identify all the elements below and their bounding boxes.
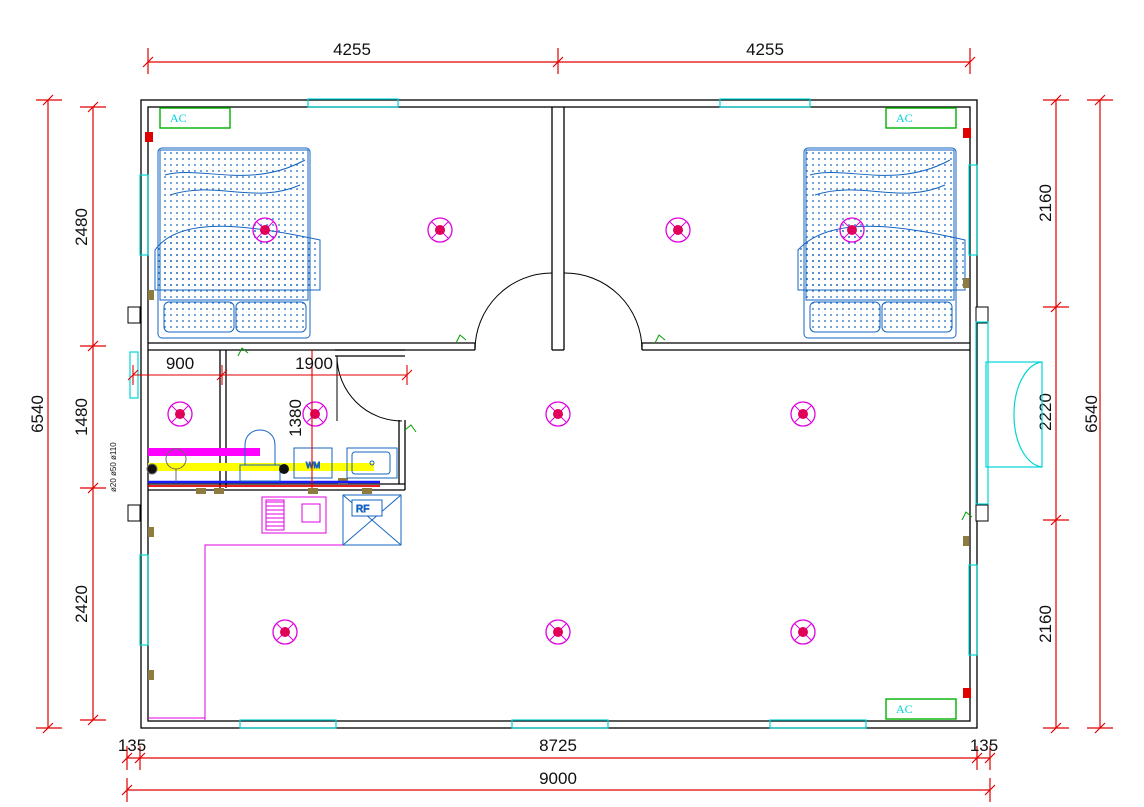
dim-bath-width: 900 <box>166 354 194 373</box>
dim-bottom-wall-left: 135 <box>118 736 146 755</box>
dim-right-mid: 2220 <box>1036 393 1055 431</box>
washing-machine-icon: WM <box>293 447 333 479</box>
ceiling-light-icon <box>665 217 691 243</box>
dim-kitchen-width: 1900 <box>295 354 333 373</box>
doors <box>336 272 643 422</box>
dim-left-top: 2480 <box>72 208 91 246</box>
ceiling-light-icon <box>252 217 278 243</box>
dimension-top <box>142 48 976 74</box>
bed-left-icon <box>154 147 321 339</box>
pipe-size-label: ø20 ø50 ø110 <box>109 442 118 492</box>
ceiling-light-icon <box>545 619 571 645</box>
dimension-left <box>36 94 106 734</box>
svg-text:AC: AC <box>896 702 913 716</box>
ceiling-light-icon <box>167 401 193 427</box>
dim-kitchen-depth: 1380 <box>286 399 305 437</box>
dim-top-left: 4255 <box>333 40 371 59</box>
dim-top-right: 4255 <box>746 40 784 59</box>
kitchen-sink-icon <box>346 447 398 479</box>
svg-text:AC: AC <box>170 111 187 125</box>
counter-outline <box>148 544 343 720</box>
red-outlets <box>145 128 971 698</box>
ceiling-light-icon <box>545 401 571 427</box>
pipe-runs <box>148 448 380 487</box>
sockets <box>148 278 969 680</box>
stove-icon <box>261 496 327 534</box>
bed-right-icon <box>797 147 966 339</box>
ac-unit-3: AC <box>885 698 957 720</box>
ac-unit-2: AC <box>885 107 957 129</box>
wall-columns <box>127 306 989 522</box>
svg-text:WM: WM <box>306 461 321 470</box>
light-switches <box>237 334 973 521</box>
svg-text:RF: RF <box>356 504 369 515</box>
ceiling-light-icon <box>790 619 816 645</box>
dim-right-total: 6540 <box>1082 395 1101 433</box>
dim-left-bottom: 2420 <box>72 585 91 623</box>
dim-left-total: 6540 <box>28 395 47 433</box>
ceiling-light-icon <box>302 401 328 427</box>
fridge-icon: RF <box>342 494 402 546</box>
windows <box>129 98 1043 729</box>
shower-icon <box>146 448 187 482</box>
toilet-icon <box>239 429 289 482</box>
ceiling-light-icon <box>272 619 298 645</box>
dimension-bottom <box>121 746 996 802</box>
dim-bottom-wall-right: 135 <box>970 736 998 755</box>
ceiling-light-icon <box>839 217 865 243</box>
dim-left-mid: 1480 <box>72 398 91 436</box>
dim-right-bottom: 2160 <box>1036 605 1055 643</box>
ac-unit-1: AC <box>159 107 231 129</box>
dim-bottom-inner: 8725 <box>539 736 577 755</box>
ceiling-light-icon <box>790 401 816 427</box>
dim-bottom-total: 9000 <box>539 769 577 788</box>
dimension-interior <box>127 350 413 488</box>
dim-right-top: 2160 <box>1036 184 1055 222</box>
ceiling-lights <box>167 217 865 645</box>
ceiling-light-icon <box>427 217 453 243</box>
dimension-right <box>1043 94 1113 734</box>
svg-text:AC: AC <box>896 111 913 125</box>
